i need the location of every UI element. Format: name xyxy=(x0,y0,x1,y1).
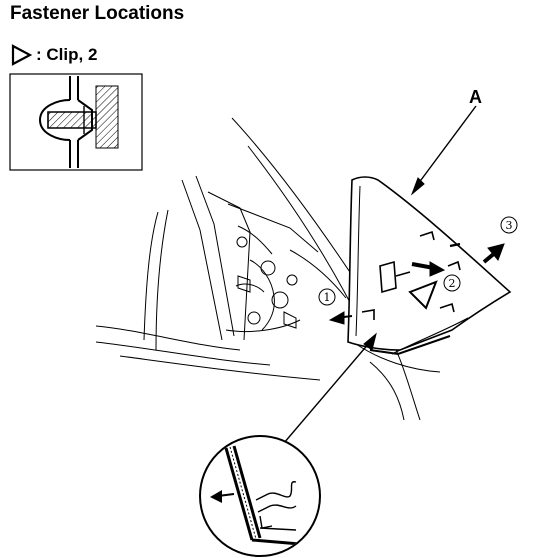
legend-clip: : Clip, 2 xyxy=(10,44,97,66)
callout-step-2: 2 xyxy=(443,274,461,292)
leader-detail xyxy=(277,332,377,451)
svg-text:2: 2 xyxy=(449,277,456,290)
callout-step-1: 1 xyxy=(318,288,336,306)
page-title: Fastener Locations xyxy=(10,3,185,24)
magnified-clip-detail xyxy=(199,435,321,557)
svg-text:1: 1 xyxy=(324,291,331,304)
clip-marker-icon xyxy=(408,280,438,310)
leader-a xyxy=(410,105,477,196)
trim-panel-a xyxy=(347,176,512,356)
legend-text: : Clip, 2 xyxy=(36,45,98,64)
part-label-a: A xyxy=(469,87,482,107)
arrow-step-2 xyxy=(411,261,446,277)
arrow-step-3 xyxy=(482,243,505,264)
triangle-outline-icon xyxy=(11,44,32,66)
callout-step-3: 3 xyxy=(500,216,518,234)
clip-detail-inset xyxy=(9,73,143,171)
svg-text:3: 3 xyxy=(506,219,513,232)
arrow-step-1 xyxy=(328,311,353,325)
